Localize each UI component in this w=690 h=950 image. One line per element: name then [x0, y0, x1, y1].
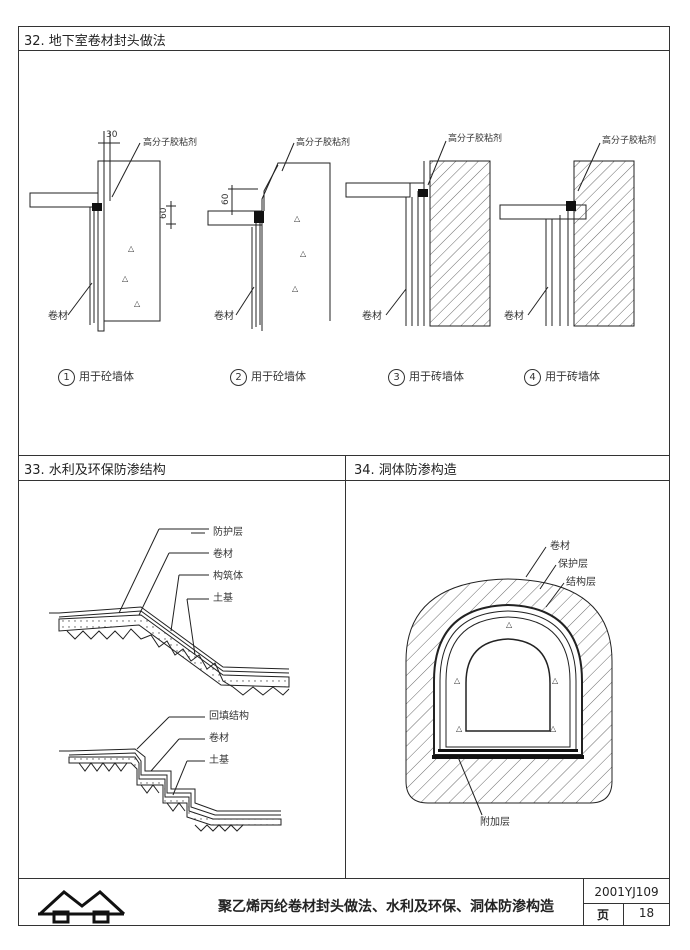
upper-label-1: 防护层 — [213, 525, 243, 538]
atlas-code: 2001YJ109 — [594, 885, 659, 899]
detail-1: 30 高分子胶粘剂 卷材 △ △ △ — [29, 130, 197, 332]
section34-drawing: △ △ △ △ △ 卷材 保护层 结构层 附加层 — [405, 539, 613, 828]
upper-label-2: 卷材 — [213, 547, 233, 560]
lower-label-2: 卷材 — [209, 731, 229, 744]
caption-text-3: 用于砖墙体 — [409, 370, 464, 383]
glue-label-2: 高分子胶粘剂 — [296, 136, 350, 148]
membrane-label-3: 卷材 — [362, 309, 382, 322]
page-number: 18 — [638, 906, 655, 920]
caption-number-2: 2 — [230, 369, 247, 386]
detail-2: 60 60 高分子胶粘剂 卷材 △ △ △ — [159, 136, 350, 331]
lower-stepped-slope — [59, 748, 282, 832]
caption-number-1: 1 — [58, 369, 75, 386]
membrane-label-2: 卷材 — [214, 309, 234, 322]
svg-text:△: △ — [506, 620, 513, 629]
dim-30: 30 — [106, 130, 118, 140]
section33-34-divider — [345, 455, 346, 878]
svg-text:△: △ — [294, 214, 301, 223]
membrane-label-4: 卷材 — [504, 309, 524, 322]
caption-text-4: 用于砖墙体 — [545, 370, 600, 383]
section32-title: 32. 地下室卷材封头做法 — [24, 34, 166, 49]
glue-label-4: 高分子胶粘剂 — [602, 134, 656, 146]
upper-label-3: 构筑体 — [213, 569, 243, 582]
footer-divider-left — [583, 878, 584, 926]
detail-4: 高分子胶粘剂 卷材 — [499, 134, 656, 327]
svg-text:△: △ — [128, 244, 135, 253]
svg-text:△: △ — [134, 299, 141, 308]
tunnel-label-1: 卷材 — [550, 539, 570, 552]
caption-1: 1 用于砼墙体 — [58, 368, 134, 386]
caption-2: 2 用于砼墙体 — [230, 368, 306, 386]
section34-title: 34. 洞体防渗构造 — [354, 463, 457, 478]
page-frame — [18, 26, 670, 926]
dim-60-b: 60 — [159, 207, 169, 219]
svg-text:△: △ — [550, 724, 557, 733]
svg-text:△: △ — [552, 676, 559, 685]
section33-title: 33. 水利及环保防渗结构 — [24, 463, 166, 478]
glue-label-3: 高分子胶粘剂 — [448, 132, 502, 144]
caption-text-2: 用于砼墙体 — [251, 370, 306, 383]
detail-3: 高分子胶粘剂 卷材 — [345, 132, 502, 327]
membrane-label-1: 卷材 — [48, 309, 68, 322]
section33-34-title-rule — [18, 480, 670, 481]
svg-text:△: △ — [454, 676, 461, 685]
svg-text:△: △ — [300, 249, 307, 258]
tunnel-bottom-label: 附加层 — [480, 815, 510, 828]
tunnel-label-2: 保护层 — [558, 557, 588, 570]
tunnel-label-3: 结构层 — [566, 575, 596, 588]
upper-label-4: 土基 — [213, 591, 233, 604]
caption-number-3: 3 — [388, 369, 405, 386]
section32-details-drawing: 30 高分子胶粘剂 卷材 △ △ △ 60 60 高分子胶粘剂 卷材 △ △ △ — [29, 130, 656, 332]
section32-title-rule — [18, 50, 670, 51]
footer-title: 聚乙烯丙纶卷材封头做法、水利及环保、洞体防渗构造 — [218, 899, 554, 915]
upper-slope — [49, 528, 290, 696]
lower-label-1: 回填结构 — [209, 709, 249, 722]
page-label: 页 — [596, 908, 609, 922]
section-divider — [18, 455, 670, 456]
caption-number-4: 4 — [524, 369, 541, 386]
svg-text:△: △ — [456, 724, 463, 733]
glue-label-1: 高分子胶粘剂 — [143, 136, 197, 148]
footer-divider-mid — [583, 903, 670, 904]
section33-drawing: 防护层 卷材 构筑体 土基 回填结构 卷材 土基 — [49, 525, 290, 832]
dim-60-a: 60 — [221, 193, 231, 205]
svg-text:△: △ — [122, 274, 129, 283]
caption-3: 3 用于砖墙体 — [388, 368, 464, 386]
footer-divider-page — [623, 903, 624, 926]
footer-rule — [18, 878, 670, 879]
publisher-logo — [38, 890, 126, 924]
caption-4: 4 用于砖墙体 — [524, 368, 600, 386]
lower-label-3: 土基 — [209, 753, 229, 766]
svg-text:△: △ — [292, 284, 299, 293]
caption-text-1: 用于砼墙体 — [79, 370, 134, 383]
